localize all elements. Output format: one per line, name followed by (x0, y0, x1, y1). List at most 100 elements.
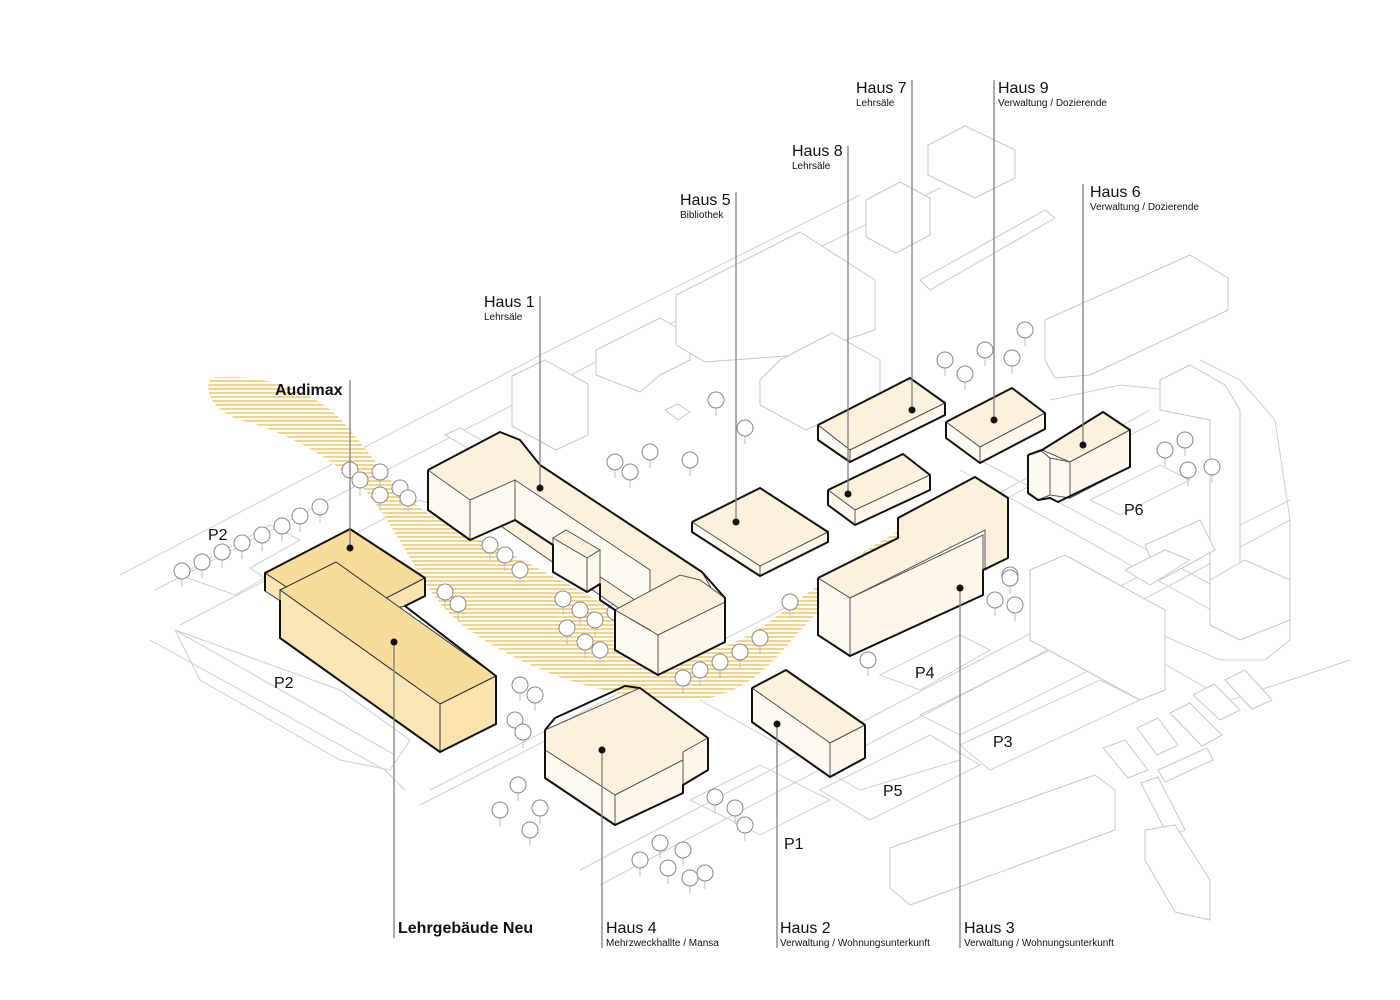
tree-icon (696, 864, 714, 889)
tree-icon (681, 869, 699, 894)
building-haus8 (827, 453, 931, 526)
label-haus3: Haus 3 Verwaltung / Wohnungsunterkunft (964, 920, 1114, 950)
tree-icon (521, 821, 539, 846)
tree-icon (173, 562, 191, 587)
tree-icon (514, 723, 532, 748)
tree-icon (571, 601, 589, 626)
tree-icon (711, 653, 729, 678)
tree-icon (1156, 441, 1174, 466)
label-title: Haus 4 (606, 920, 657, 937)
tree-icon (641, 443, 659, 468)
tree-icon (213, 543, 231, 568)
tree-icon (621, 463, 639, 488)
tree-icon (736, 419, 754, 444)
tree-icon (726, 799, 744, 824)
parking-label-p4: P4 (915, 665, 935, 682)
tree-icon (311, 498, 329, 523)
tree-icon (1006, 596, 1024, 621)
tree-icon (691, 661, 709, 686)
label-title: Haus 2 (780, 920, 831, 937)
tree-icon (591, 641, 609, 666)
tree-icon (751, 629, 769, 654)
tree-icon (1016, 321, 1034, 346)
tree-icon (631, 851, 649, 876)
building-haus1 (427, 431, 726, 676)
tree-icon (558, 619, 576, 644)
tree-icon (1001, 569, 1019, 594)
tree-icon (956, 365, 974, 390)
tree-icon (659, 859, 677, 884)
label-haus2: Haus 2 Verwaltung / Wohnungsunterkunft (780, 920, 930, 950)
tree-icon (576, 633, 594, 658)
tree-icon (526, 686, 544, 711)
label-title: Haus 1 (484, 294, 535, 311)
tree-icon (399, 489, 417, 514)
tree-icon (707, 391, 725, 416)
building-haus2 (751, 669, 866, 778)
tree-icon (976, 341, 994, 366)
label-subtitle: Bibliothek (680, 210, 724, 221)
label-haus1: Haus 1 Lehrsäle (484, 294, 535, 324)
label-subtitle: Mehrzweckhallte / Mansa (606, 938, 719, 949)
label-haus5: Haus 5 Bibliothek (680, 192, 731, 222)
label-subtitle: Verwaltung / Dozierende (998, 98, 1107, 109)
tree-icon (651, 834, 669, 859)
parking-label-p2: P2 (274, 675, 294, 692)
parking-label-p1: P1 (784, 836, 804, 853)
label-subtitle: Lehrsäle (856, 98, 895, 109)
label-subtitle: Verwaltung / Wohnungsunterkunft (780, 938, 930, 949)
tree-icon (706, 788, 724, 813)
tree-icon (496, 546, 514, 571)
tree-icon (481, 536, 499, 561)
tree-icon (859, 651, 877, 676)
label-title: Haus 7 (856, 80, 907, 97)
parking-label-p3: P3 (993, 734, 1013, 751)
label-subtitle: Verwaltung / Wohnungsunterkunft (964, 938, 1114, 949)
building-haus3 (816, 476, 1009, 657)
building-haus6 (1027, 411, 1131, 503)
label-haus4: Haus 4 Mehrzweckhallte / Mansa (606, 920, 719, 950)
tree-icon (731, 643, 749, 668)
label-haus7: Haus 7 Lehrsäle (856, 80, 907, 110)
label-haus6: Haus 6 Verwaltung / Dozierende (1090, 184, 1199, 214)
tree-icon (273, 517, 291, 542)
green-corridor-hatch (208, 376, 916, 700)
tree-icon (1179, 461, 1197, 486)
tree-icon (449, 595, 467, 620)
label-title: Lehrgebäude Neu (398, 920, 534, 937)
tree-icon (674, 669, 692, 694)
tree-icon (554, 590, 572, 615)
tree-icon (371, 486, 389, 511)
label-title: Haus 3 (964, 920, 1015, 937)
label-subtitle: Verwaltung / Dozierende (1090, 202, 1199, 213)
tree-icon (253, 526, 271, 551)
tree-icon (436, 583, 454, 608)
label-title: Haus 6 (1090, 184, 1141, 201)
tree-icon (1003, 349, 1021, 374)
building-haus9 (945, 387, 1046, 464)
label-title: Haus 5 (680, 192, 731, 209)
tree-icon (736, 816, 754, 841)
label-subtitle: Lehrsäle (484, 312, 523, 323)
label-audimax: Audimax (275, 382, 343, 400)
label-title: Haus 8 (792, 143, 843, 160)
tree-icon (586, 611, 604, 636)
tree-icon (681, 451, 699, 476)
tree-icon (509, 776, 527, 801)
tree-icon (1203, 458, 1221, 483)
tree-icon (193, 553, 211, 578)
label-haus9: Haus 9 Verwaltung / Dozierende (998, 80, 1107, 110)
label-title: Audimax (275, 382, 343, 399)
tree-icon (936, 351, 954, 376)
leader-lines (346, 80, 1087, 948)
label-title: Haus 9 (998, 80, 1049, 97)
building-haus5 (690, 487, 830, 577)
building-haus7 (817, 377, 946, 463)
parking-label-p2: P2 (208, 527, 228, 544)
tree-icon (986, 591, 1004, 616)
trees (173, 321, 1221, 894)
tree-icon (674, 841, 692, 866)
tree-icon (491, 801, 509, 826)
label-lehrgebaeude-neu: Lehrgebäude Neu (398, 920, 533, 938)
